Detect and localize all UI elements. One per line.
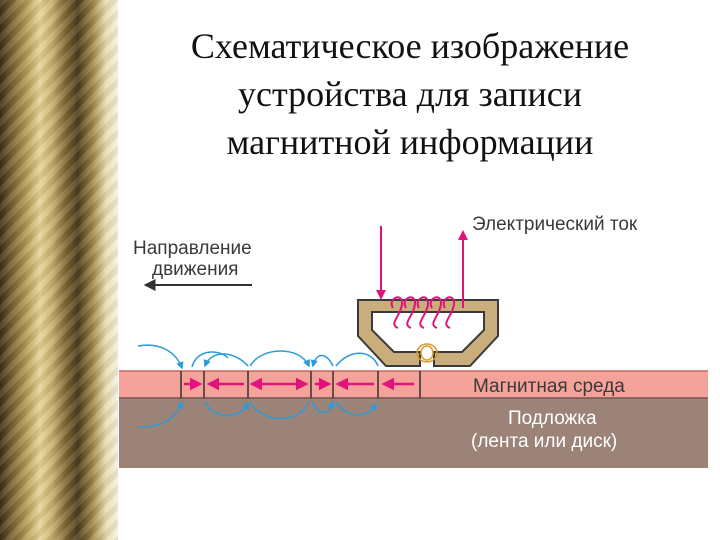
gap-field-loops bbox=[416, 343, 438, 363]
direction-label-line-2: движения bbox=[152, 259, 238, 280]
domain-boundaries bbox=[180, 371, 421, 398]
direction-label-line-1: Направление bbox=[133, 238, 252, 259]
substrate-layer bbox=[119, 398, 708, 468]
magnetic-field-lines bbox=[137, 344, 379, 428]
recording-head-core bbox=[357, 299, 499, 367]
medium-label: Магнитная среда bbox=[473, 376, 625, 397]
coil-winding bbox=[390, 296, 455, 329]
title-line-1: Схематическое изображение bbox=[190, 26, 630, 66]
title-line-3: магнитной информации bbox=[226, 122, 594, 162]
page-title: Схематическое изображение устройства для… bbox=[130, 22, 690, 166]
substrate-label-line-2: (лента или диск) bbox=[471, 431, 617, 452]
decorative-gold-border bbox=[0, 0, 118, 540]
substrate-label-line-1: Подложка bbox=[508, 408, 597, 429]
current-label: Электрический ток bbox=[472, 214, 638, 235]
title-line-2: устройства для записи bbox=[238, 74, 582, 114]
